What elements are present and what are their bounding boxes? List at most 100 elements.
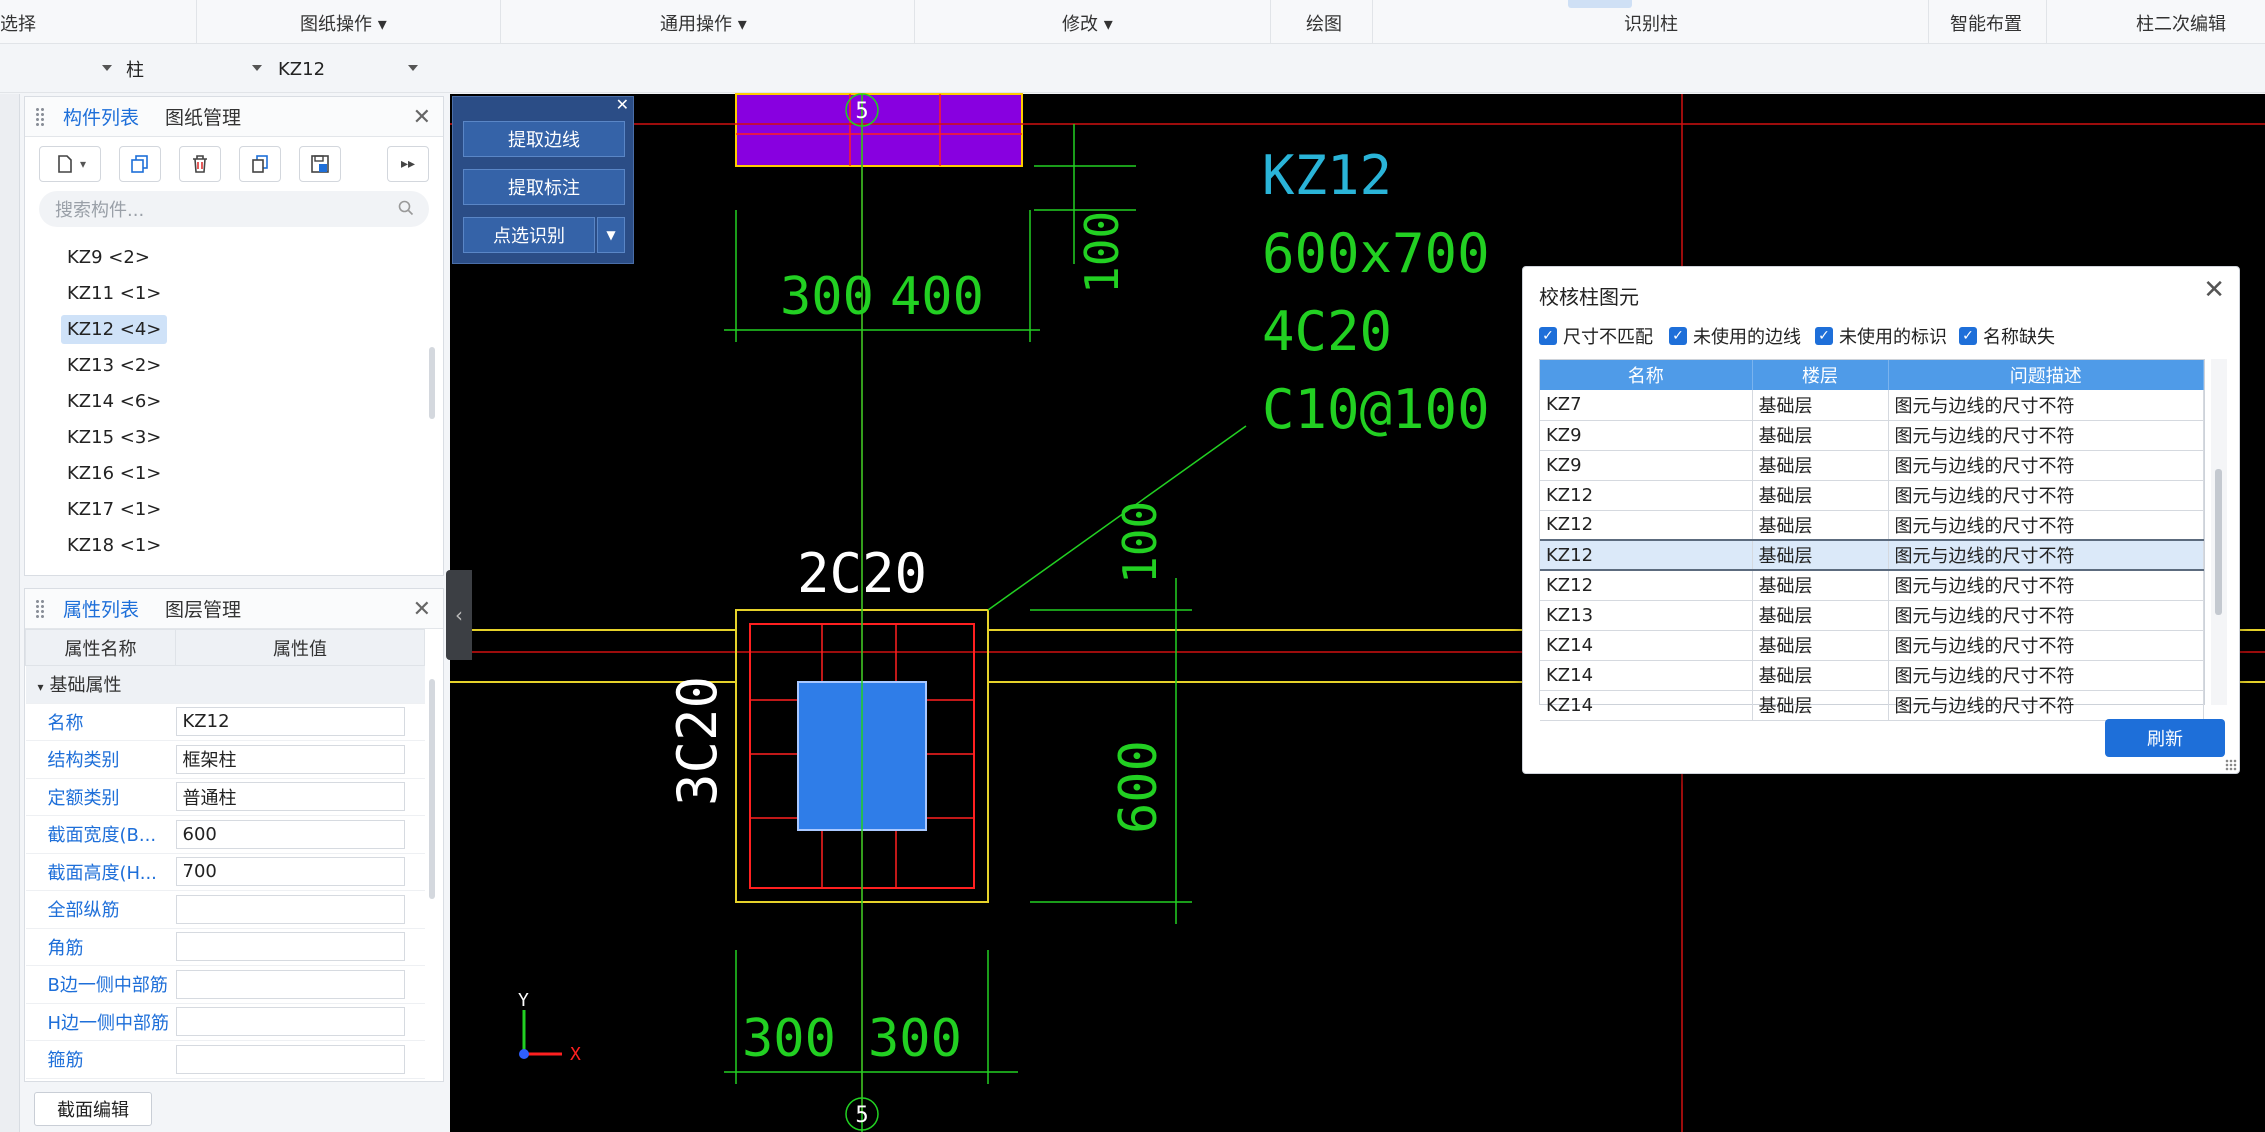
checkbox-label: 尺寸不匹配: [1563, 327, 1653, 348]
cell-description: 图元与边线的尺寸不符: [1888, 600, 2204, 631]
component-item-label: KZ15 <3>: [67, 426, 162, 448]
delete-component-button[interactable]: [179, 146, 221, 182]
property-value-field[interactable]: 700: [175, 857, 405, 887]
list-item[interactable]: KZ17 <1>: [25, 491, 443, 527]
more-tools-button[interactable]: ▸▸: [387, 146, 429, 182]
property-value-field[interactable]: [175, 969, 405, 999]
resize-grip-icon[interactable]: [2225, 759, 2237, 771]
ribbon-separator: [2046, 0, 2047, 44]
leader-line: [987, 425, 1247, 611]
ribbon-group-identify-column[interactable]: 识别柱: [1624, 14, 1678, 35]
list-item[interactable]: KZ16 <1>: [25, 455, 443, 491]
ribbon-group-draw[interactable]: 绘图: [1306, 14, 1342, 35]
ribbon-group-select[interactable]: 选择: [0, 14, 36, 35]
property-scrollbar[interactable]: [429, 679, 435, 899]
ribbon-group-modify[interactable]: 修改 ▾: [1062, 10, 1113, 36]
refresh-button[interactable]: 刷新: [2105, 719, 2225, 757]
list-item[interactable]: KZ11 <1>: [25, 275, 443, 311]
new-component-button[interactable]: ▾: [39, 146, 101, 182]
property-value-field[interactable]: [175, 894, 405, 924]
floor-select[interactable]: [0, 53, 118, 85]
column-name-label: KZ12: [1262, 144, 1392, 207]
caret-down-icon: ▾: [37, 680, 44, 695]
extract-edge-button[interactable]: 提取边线: [463, 121, 625, 157]
cell-name: KZ9: [1540, 450, 1753, 481]
list-item[interactable]: KZ9 <2>: [25, 239, 443, 275]
extract-label-button[interactable]: 提取标注: [463, 169, 625, 205]
search-input[interactable]: 搜索构件...: [39, 191, 429, 227]
ribbon-group-drawing-ops[interactable]: 图纸操作 ▾: [300, 10, 387, 36]
save-component-button[interactable]: [299, 146, 341, 182]
list-item[interactable]: KZ18 <1>: [25, 527, 443, 563]
column-header-floor[interactable]: 楼层: [1752, 360, 1889, 390]
pick-identify-button[interactable]: 点选识别: [463, 217, 595, 253]
close-icon[interactable]: ✕: [2203, 275, 2225, 305]
checkbox-unused-labels[interactable]: ✓未使用的标识: [1815, 323, 1947, 349]
collapse-panel-handle[interactable]: ‹: [446, 570, 472, 660]
axis-bubble: [845, 1097, 879, 1131]
tab-layer-management[interactable]: 图层管理: [165, 599, 242, 621]
ribbon-group-column-edit[interactable]: 柱二次编辑: [2136, 14, 2226, 35]
cell-description: 图元与边线的尺寸不符: [1888, 660, 2204, 691]
cell-name: KZ14: [1540, 660, 1753, 691]
tab-drawing-management[interactable]: 图纸管理: [165, 107, 242, 129]
close-icon[interactable]: ✕: [615, 95, 629, 114]
close-icon[interactable]: ✕: [412, 105, 431, 130]
chevron-down-icon: ▾: [737, 14, 747, 35]
property-value-field[interactable]: [175, 1007, 405, 1037]
ribbon-group-common-ops[interactable]: 通用操作 ▾: [660, 10, 747, 36]
ribbon-separator: [196, 0, 197, 44]
issue-table-scrollbar[interactable]: [2211, 359, 2227, 705]
tab-property-list[interactable]: 属性列表: [63, 599, 140, 621]
copy-component-button[interactable]: [119, 146, 161, 182]
list-item[interactable]: KZ13 <2>: [25, 347, 443, 383]
copy-icon: [131, 155, 148, 173]
checkbox-missing-name[interactable]: ✓名称缺失: [1959, 323, 2055, 349]
drag-handle-icon[interactable]: [35, 106, 45, 127]
column-header-description[interactable]: 问题描述: [1888, 360, 2204, 390]
column-header-name[interactable]: 名称: [1540, 360, 1753, 390]
list-item-selected[interactable]: KZ12 <4>: [25, 311, 443, 347]
section-edit-button[interactable]: 截面编辑: [34, 1092, 152, 1126]
scrollbar-thumb[interactable]: [2215, 469, 2222, 615]
type-select[interactable]: 柱: [122, 53, 268, 85]
tab-component-list[interactable]: 构件列表: [63, 107, 140, 129]
checkbox-size-mismatch[interactable]: ✓尺寸不匹配: [1539, 323, 1653, 349]
drag-handle-icon[interactable]: [35, 598, 45, 619]
property-value-field[interactable]: [175, 932, 405, 962]
copy-to-floor-button[interactable]: [239, 146, 281, 182]
name-select-value: KZ12: [278, 58, 326, 80]
property-value-field[interactable]: [175, 1044, 405, 1074]
cell-description: 图元与边线的尺寸不符: [1888, 630, 2204, 661]
pick-identify-dropdown[interactable]: ▼: [597, 217, 625, 253]
ribbon-group-smart-layout[interactable]: 智能布置: [1950, 14, 2022, 35]
name-select[interactable]: KZ12: [276, 53, 424, 85]
property-value-field[interactable]: 框架柱: [175, 744, 405, 774]
property-value-field[interactable]: 普通柱: [175, 782, 405, 812]
ribbon-group-drawing-ops-label: 图纸操作: [300, 14, 372, 35]
left-dock-strip: [0, 94, 20, 1132]
property-value-field[interactable]: KZ12: [175, 707, 405, 737]
property-value-field[interactable]: 600: [175, 819, 405, 849]
component-list-scrollbar[interactable]: [429, 347, 435, 419]
property-row: 箍筋: [25, 1040, 425, 1079]
property-group-label: 基础属性: [49, 675, 122, 697]
component-item-label: KZ13 <2>: [67, 354, 162, 376]
property-group-row[interactable]: ▾ 基础属性: [25, 665, 425, 704]
list-item[interactable]: KZ15 <3>: [25, 419, 443, 455]
close-icon[interactable]: ✕: [412, 597, 431, 622]
checkbox-unused-edges[interactable]: ✓未使用的边线: [1669, 323, 1801, 349]
cell-description: 图元与边线的尺寸不符: [1888, 539, 2204, 571]
list-item[interactable]: KZ14 <6>: [25, 383, 443, 419]
